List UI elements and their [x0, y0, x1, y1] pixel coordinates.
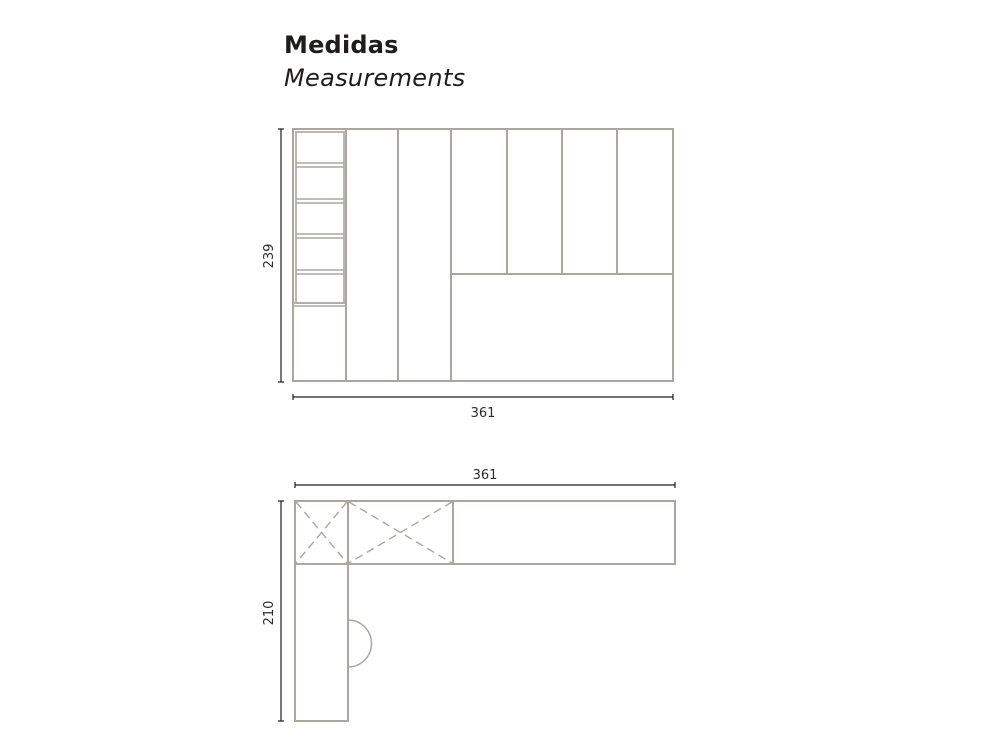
plan-view: [294, 500, 676, 722]
plan-width-dimension: [294, 482, 676, 488]
shelving-unit: [293, 129, 347, 381]
front-width-label: 361: [471, 406, 496, 421]
plan-top-run: [294, 500, 676, 565]
front-elevation: [292, 128, 674, 382]
open-unit-marks: [295, 501, 453, 564]
page-subtitle: Measurements: [284, 64, 466, 92]
door-swing-icon: [347, 619, 373, 668]
plan-side-return: [294, 563, 349, 722]
plan-depth-label: 210: [262, 601, 277, 626]
wardrobe-outline: [292, 128, 674, 382]
page-title: Medidas: [284, 31, 399, 59]
plan-depth-dimension: [278, 500, 284, 722]
plan-width-label: 361: [473, 468, 498, 483]
front-height-label: 239: [262, 244, 277, 269]
front-height-dimension: [278, 128, 284, 383]
front-width-dimension: [292, 394, 674, 400]
